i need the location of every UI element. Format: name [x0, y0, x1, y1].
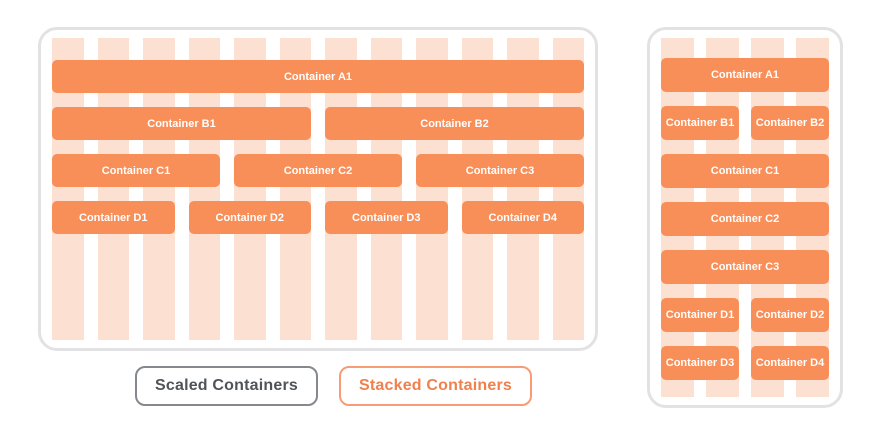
container-grid: Container A1 Container B1 Container B2 Cont… — [661, 58, 829, 380]
stacked-containers-button[interactable]: Stacked Containers — [339, 366, 532, 406]
container-box: Container D4 — [751, 346, 829, 380]
container-box: Container B2 — [325, 107, 584, 140]
stacked-containers-panel: Container A1 Container B1 Container B2 Cont… — [647, 27, 843, 408]
container-box: Container D2 — [188, 201, 311, 234]
scaled-containers-panel: Container A1 Container B1 Container B2 Cont… — [38, 27, 598, 351]
container-box: Container A1 — [661, 58, 829, 92]
scaled-containers-button[interactable]: Scaled Containers — [135, 366, 319, 406]
container-box: Container C2 — [661, 202, 829, 236]
container-box: Container B1 — [661, 106, 739, 140]
container-box: Container C1 — [661, 154, 829, 188]
container-box: Container C3 — [661, 250, 829, 284]
container-grid: Container A1 Container B1 Container B2 Cont… — [52, 60, 584, 234]
container-box: Container C1 — [52, 154, 220, 187]
container-box: Container C2 — [234, 154, 402, 187]
container-box: Container B1 — [52, 107, 311, 140]
container-box: Container D3 — [325, 201, 448, 234]
container-box: Container A1 — [52, 60, 584, 93]
container-box: Container B2 — [751, 106, 829, 140]
container-box: Container D2 — [751, 298, 829, 332]
container-box: Container C3 — [416, 154, 584, 187]
container-box: Container D4 — [461, 201, 584, 234]
legend: Scaled Containers Stacked Containers — [135, 366, 532, 406]
container-box: Container D1 — [52, 201, 175, 234]
container-box: Container D3 — [661, 346, 739, 380]
container-box: Container D1 — [661, 298, 739, 332]
